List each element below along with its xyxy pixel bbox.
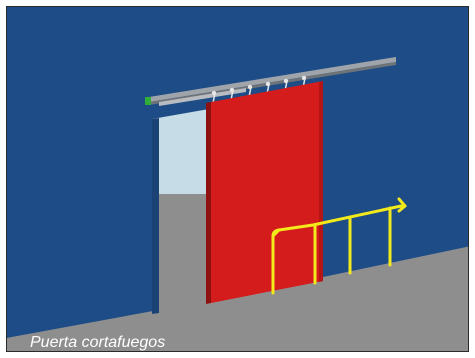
opening-jamb xyxy=(152,118,159,314)
yellow-handrail xyxy=(271,197,407,295)
rail-end-stop-icon xyxy=(145,97,151,105)
sliding-door xyxy=(206,81,323,304)
caption-text: Puerta cortafuegos xyxy=(30,334,166,351)
fire-door-illustration xyxy=(7,7,468,351)
door-opening xyxy=(152,109,209,194)
floor xyxy=(7,194,468,351)
illustration-frame: Puerta cortafuegos xyxy=(6,6,469,352)
